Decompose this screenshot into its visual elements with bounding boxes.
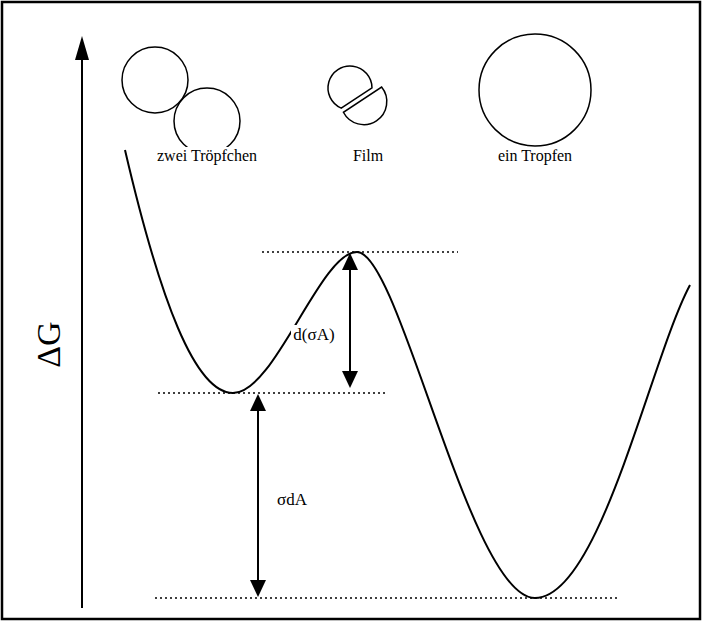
dimension-arrow: [257, 410, 259, 582]
reference-lines: [155, 252, 620, 598]
droplet: [174, 88, 240, 154]
axis-line: [81, 55, 83, 608]
state-label: ein Tropfen: [496, 147, 574, 165]
big-drop: [479, 34, 591, 146]
arrowhead: [250, 394, 266, 411]
arrowhead: [342, 253, 358, 270]
energy-curve: [125, 150, 690, 598]
dimension-label: d(σA): [291, 325, 336, 345]
state-label: Film: [351, 147, 385, 165]
film-droplet: [328, 66, 372, 108]
film-droplet: [343, 87, 386, 125]
droplet: [122, 47, 188, 113]
dimension-label: σdA: [275, 490, 309, 510]
state-label: zwei Tröpfchen: [155, 147, 259, 165]
arrowhead: [342, 371, 358, 388]
axis-arrowhead: [75, 36, 89, 60]
axis-label: ΔG: [28, 320, 67, 370]
dimension-arrow: [349, 268, 351, 372]
arrowhead: [250, 580, 266, 597]
